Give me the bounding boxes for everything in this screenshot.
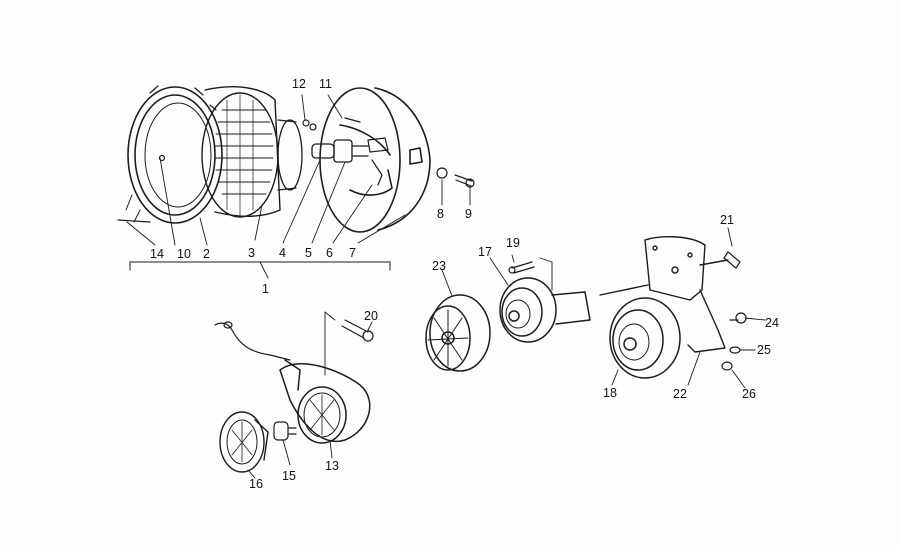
headlamp-rim bbox=[125, 85, 223, 224]
horn-leader-lines bbox=[441, 227, 766, 389]
headlamp-bolts bbox=[117, 119, 475, 223]
indicator-body bbox=[279, 359, 371, 444]
indicator-lens-16 bbox=[219, 411, 269, 473]
horn-bracket-22 bbox=[599, 236, 729, 353]
headlamp-lens bbox=[201, 86, 281, 218]
horn-18 bbox=[609, 297, 681, 379]
callout-22: 22 bbox=[673, 387, 687, 401]
callout-1: 1 bbox=[262, 282, 269, 296]
horn-17 bbox=[499, 277, 591, 343]
callout-2: 2 bbox=[203, 247, 210, 261]
indicator-leader-lines bbox=[247, 321, 373, 479]
callout-8: 8 bbox=[437, 207, 444, 221]
callout-4: 4 bbox=[279, 246, 286, 260]
callout-11: 11 bbox=[319, 77, 332, 91]
headlamp-leader-lines bbox=[126, 94, 471, 279]
callout-23: 23 bbox=[432, 259, 446, 273]
headlamp-reflector-ring bbox=[277, 119, 303, 191]
indicator-wire bbox=[214, 321, 291, 361]
callout-15: 15 bbox=[282, 469, 296, 483]
callout-19: 19 bbox=[506, 236, 520, 250]
callout-16: 16 bbox=[249, 477, 263, 491]
callout-24: 24 bbox=[765, 316, 779, 330]
callout-21: 21 bbox=[720, 213, 734, 227]
callout-3: 3 bbox=[248, 246, 255, 260]
callout-labels: 1 2 3 4 5 6 7 8 9 10 11 12 13 14 15 16 1… bbox=[150, 77, 779, 491]
callout-18: 18 bbox=[603, 386, 617, 400]
callout-5: 5 bbox=[305, 246, 312, 260]
horn-screw-19 bbox=[508, 257, 553, 291]
horn-cover-23 bbox=[425, 294, 491, 372]
callout-17: 17 bbox=[478, 245, 492, 259]
bulb-holder bbox=[344, 117, 389, 186]
callout-12: 12 bbox=[292, 77, 306, 91]
headlamp-bulb bbox=[311, 139, 369, 163]
callout-26: 26 bbox=[742, 387, 756, 401]
callout-10: 10 bbox=[177, 247, 191, 261]
callout-25: 25 bbox=[757, 343, 771, 357]
callout-13: 13 bbox=[325, 459, 339, 473]
horn-fasteners bbox=[721, 251, 747, 371]
indicator-bulb-15 bbox=[273, 421, 297, 441]
callout-6: 6 bbox=[326, 246, 333, 260]
callout-7: 7 bbox=[349, 246, 356, 260]
callout-14: 14 bbox=[150, 247, 164, 261]
callout-20: 20 bbox=[364, 309, 378, 323]
indicator-screw-20 bbox=[324, 311, 374, 376]
callout-9: 9 bbox=[465, 207, 472, 221]
